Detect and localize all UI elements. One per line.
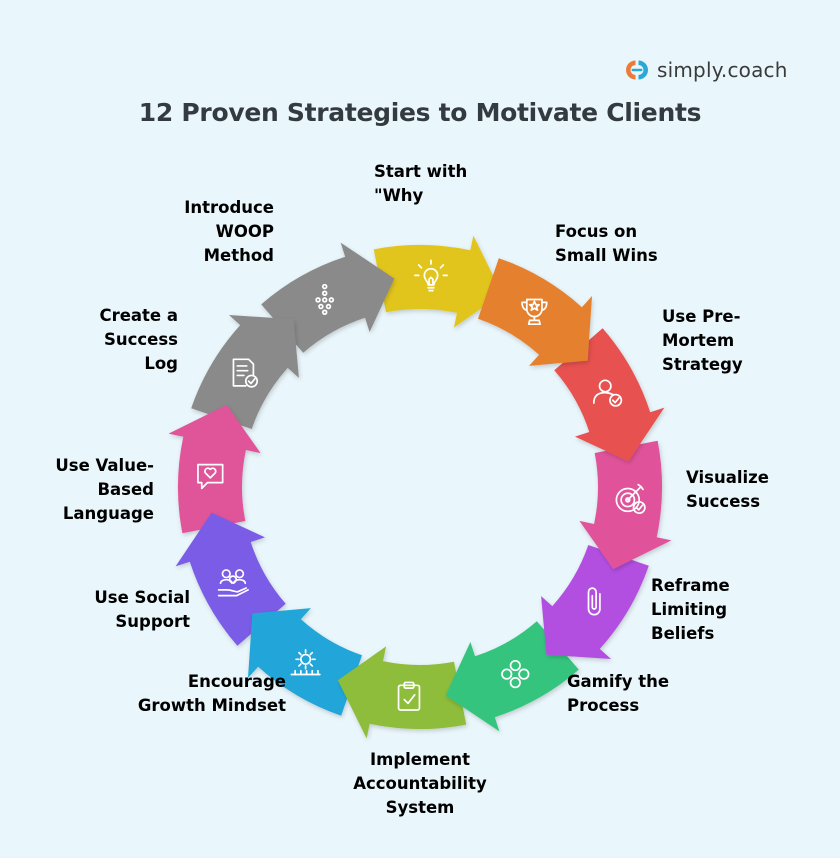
arrow-segment-shape: [337, 646, 467, 739]
strategy-arrow-5[interactable]: [541, 545, 649, 659]
label-implement-accountability-system: Implement Accountability System: [353, 750, 487, 817]
label-focus-on-small-wins: Focus on Small Wins: [555, 222, 658, 265]
arrow-segment-shape: [248, 608, 362, 716]
arrow-segment-shape: [191, 315, 299, 429]
heart-chat-icon: [197, 463, 224, 490]
strategy-arrow-2[interactable]: [478, 258, 592, 366]
strategy-arrow-6[interactable]: [445, 621, 579, 732]
document-check-icon: [232, 358, 259, 388]
lightbulb-icon: [413, 259, 449, 292]
clipboard-check-icon: [397, 681, 421, 711]
person-check-icon: [592, 379, 623, 407]
arrow-segment-shape: [579, 440, 672, 570]
arrow-segment-shape: [541, 545, 649, 659]
label-reframe-limiting-beliefs: Reframe Limiting Beliefs: [651, 576, 730, 643]
arrow-segment-shape: [478, 258, 592, 366]
brand-logo[interactable]: simply.coach: [625, 55, 788, 85]
label-encourage-growth-mindset: Encourage Growth Mindset: [137, 672, 286, 715]
strategy-arrow-8[interactable]: [248, 608, 362, 716]
people-hand-icon: [217, 569, 249, 597]
gamepad-icon: [501, 659, 530, 689]
strategy-arrow-4[interactable]: [579, 440, 672, 570]
label-gamify-the-process: Gamify the Process: [567, 672, 670, 715]
arrow-segment-shape: [175, 512, 286, 646]
paperclip-icon: [587, 587, 601, 616]
strategy-arrow-11[interactable]: [191, 315, 299, 429]
strategy-arrow-1[interactable]: [373, 235, 503, 328]
arrow-segment-shape: [373, 235, 503, 328]
label-use-pre-mortem-strategy: Use Pre- Mortem Strategy: [662, 307, 743, 374]
strategy-arrow-10[interactable]: [168, 404, 261, 534]
label-create-a-success-log: Create a Success Log: [99, 306, 178, 373]
strategy-arrow-7[interactable]: [337, 646, 467, 739]
target-check-icon: [615, 483, 646, 515]
arrow-segment-shape: [445, 621, 579, 732]
strategy-arrow-12[interactable]: [261, 242, 395, 353]
label-use-value-based-language: Use Value- Based Language: [55, 456, 154, 523]
label-introduce-woop-method: Introduce WOOP Method: [184, 198, 274, 265]
arrow-segment-shape: [261, 242, 395, 353]
label-start-with-why: Start with "Why: [374, 162, 468, 205]
strategy-arrow-9[interactable]: [175, 512, 286, 646]
label-use-social-support: Use Social Support: [94, 588, 190, 631]
sprout-sun-icon: [290, 648, 321, 676]
page-title: 12 Proven Strategies to Motivate Clients: [138, 98, 702, 127]
strategy-arrow-3[interactable]: [554, 328, 665, 462]
network-arrow-icon: [315, 283, 335, 316]
brand-name: simply.coach: [657, 58, 788, 82]
trophy-icon: [521, 298, 548, 326]
brand-logo-icon: [626, 60, 648, 80]
label-visualize-success: Visualize Success: [686, 468, 769, 511]
arrow-segment-shape: [554, 328, 665, 462]
